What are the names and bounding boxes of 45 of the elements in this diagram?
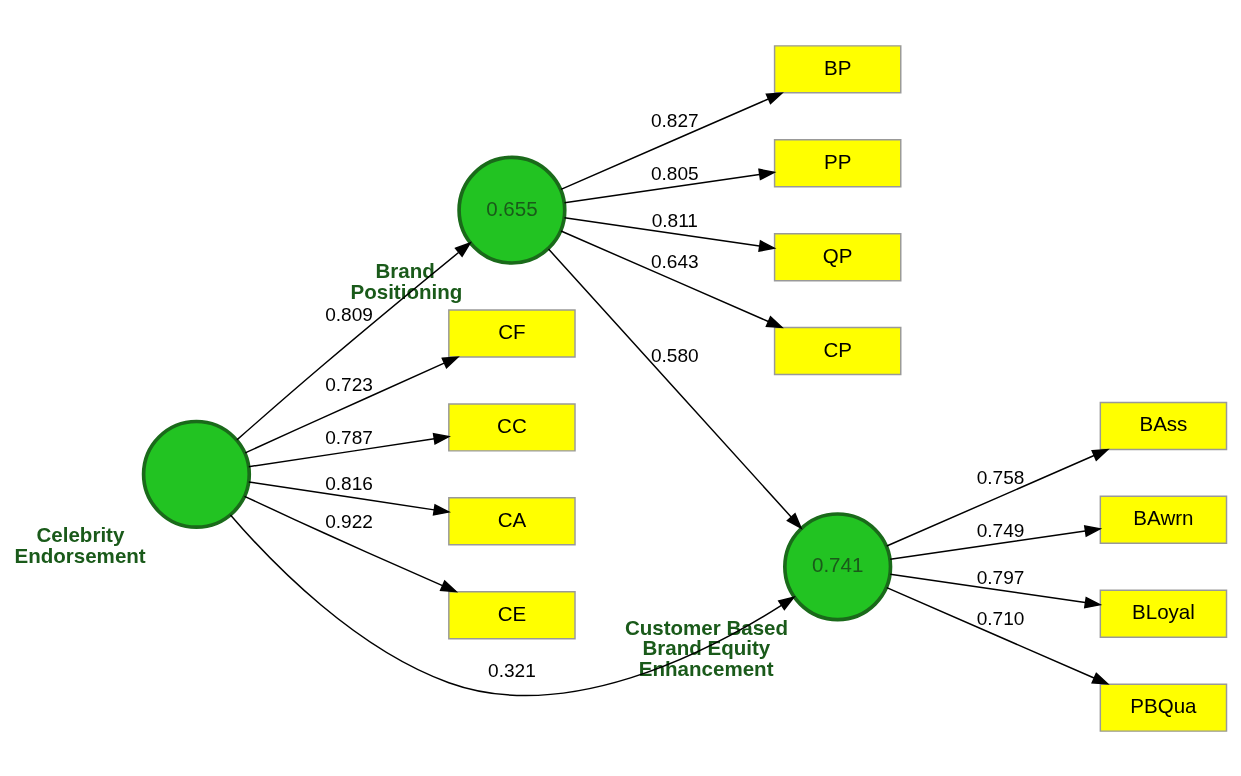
node-box: CC	[448, 402, 576, 452]
edge-label: 0.580	[650, 344, 699, 366]
arrow	[889, 524, 1103, 560]
edge-label: 0.787	[325, 426, 373, 448]
arrow	[244, 355, 460, 454]
edge-label: 0.797	[976, 566, 1025, 588]
edge-label: 0.643	[650, 250, 699, 272]
arrow	[560, 91, 784, 190]
edge-label: 0.758	[976, 466, 1025, 488]
node-box: BAwrn	[1099, 495, 1228, 544]
edge-label: 0.811	[651, 209, 698, 231]
node-box: PP	[773, 138, 902, 187]
node-box: BAss	[1099, 401, 1228, 450]
node-box: QP	[773, 232, 902, 281]
edge-label: 0.827	[650, 109, 699, 131]
arrow	[563, 216, 777, 252]
arrow	[563, 167, 777, 203]
edge-label: 0.710	[976, 607, 1025, 629]
arrow	[243, 495, 459, 592]
node-box: CE	[448, 590, 576, 639]
arrow	[236, 241, 472, 441]
arrow	[248, 432, 451, 467]
edge-label: 0.723	[325, 373, 373, 395]
arrow	[886, 586, 1110, 685]
edge-label: 0.922	[325, 510, 373, 532]
node-box: CA	[448, 496, 576, 545]
arrow	[886, 448, 1110, 547]
node-box: CF	[448, 308, 576, 358]
arrow	[560, 229, 784, 328]
arrow	[889, 573, 1103, 609]
node-box: CP	[773, 326, 902, 375]
node-label: Celebrity Endorsement	[14, 522, 146, 567]
node-box: BLoyal	[1099, 589, 1228, 638]
edge-label: 0.749	[976, 519, 1025, 541]
arrow	[547, 247, 803, 530]
node-box: PBQua	[1099, 682, 1228, 732]
edge-label: 0.809	[325, 303, 373, 325]
arrow	[229, 513, 796, 696]
node-circle	[141, 419, 252, 529]
node-circle: 0.655	[457, 155, 567, 265]
edge-label: 0.805	[650, 162, 699, 184]
node-box: BP	[773, 44, 902, 94]
edge-label: 0.816	[325, 472, 373, 494]
arrow	[248, 480, 451, 516]
edge-label: 0.321	[488, 659, 536, 681]
